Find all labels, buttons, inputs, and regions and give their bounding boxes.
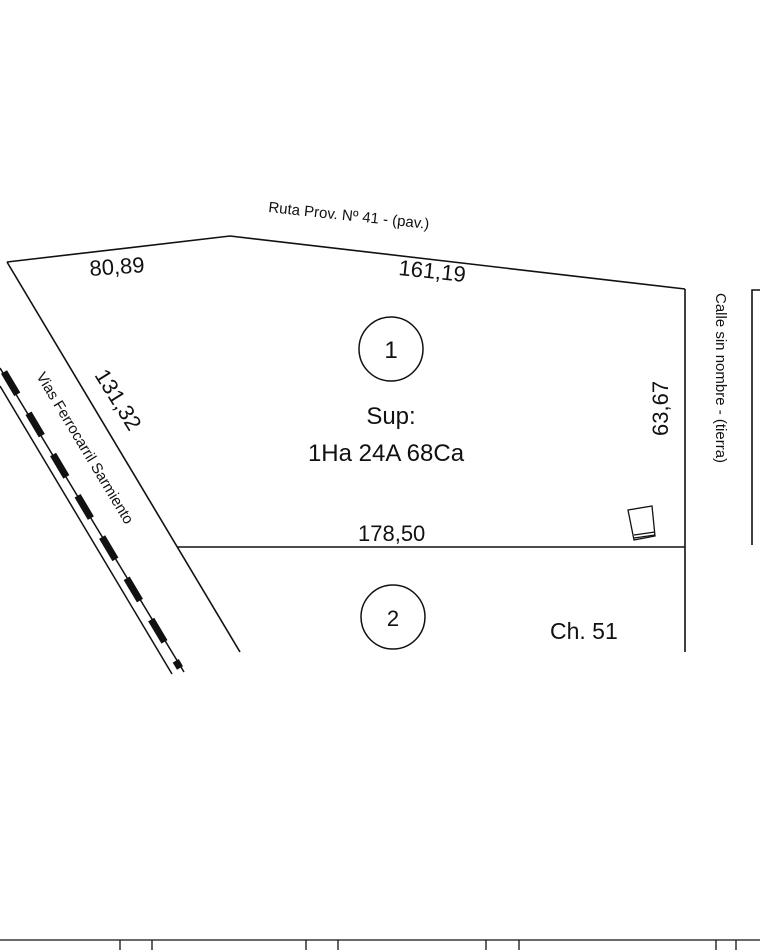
lot-2-number: 2 (387, 606, 399, 631)
area-value: 1Ha 24A 68Ca (308, 440, 465, 467)
dimension-top-right: 161,19 (397, 255, 467, 287)
area-label: Sup: (366, 403, 415, 430)
railway-track (0, 367, 185, 675)
chacra-label: Ch. 51 (550, 618, 618, 644)
bottom-table-edge (0, 939, 760, 950)
road-top-label: Ruta Prov. Nº 41 - (pav.) (268, 199, 431, 233)
dimension-bottom: 178,50 (358, 521, 425, 546)
lot-1-circle (358, 316, 424, 382)
street-edge (751, 289, 760, 545)
dimension-right: 63,67 (648, 381, 673, 436)
lot-boundaries (6, 235, 686, 653)
lot-1-left-boundary (6, 261, 241, 653)
lot-1-number: 1 (384, 337, 397, 364)
lot-2-circle (360, 584, 426, 650)
dimension-top-left: 80,89 (89, 252, 146, 281)
lot-1-top-boundary (6, 235, 686, 290)
road-right-label: Calle sin nombre - (tierra) (712, 293, 729, 463)
dimension-left: 131,32 (90, 364, 147, 434)
building-icon (627, 505, 656, 541)
